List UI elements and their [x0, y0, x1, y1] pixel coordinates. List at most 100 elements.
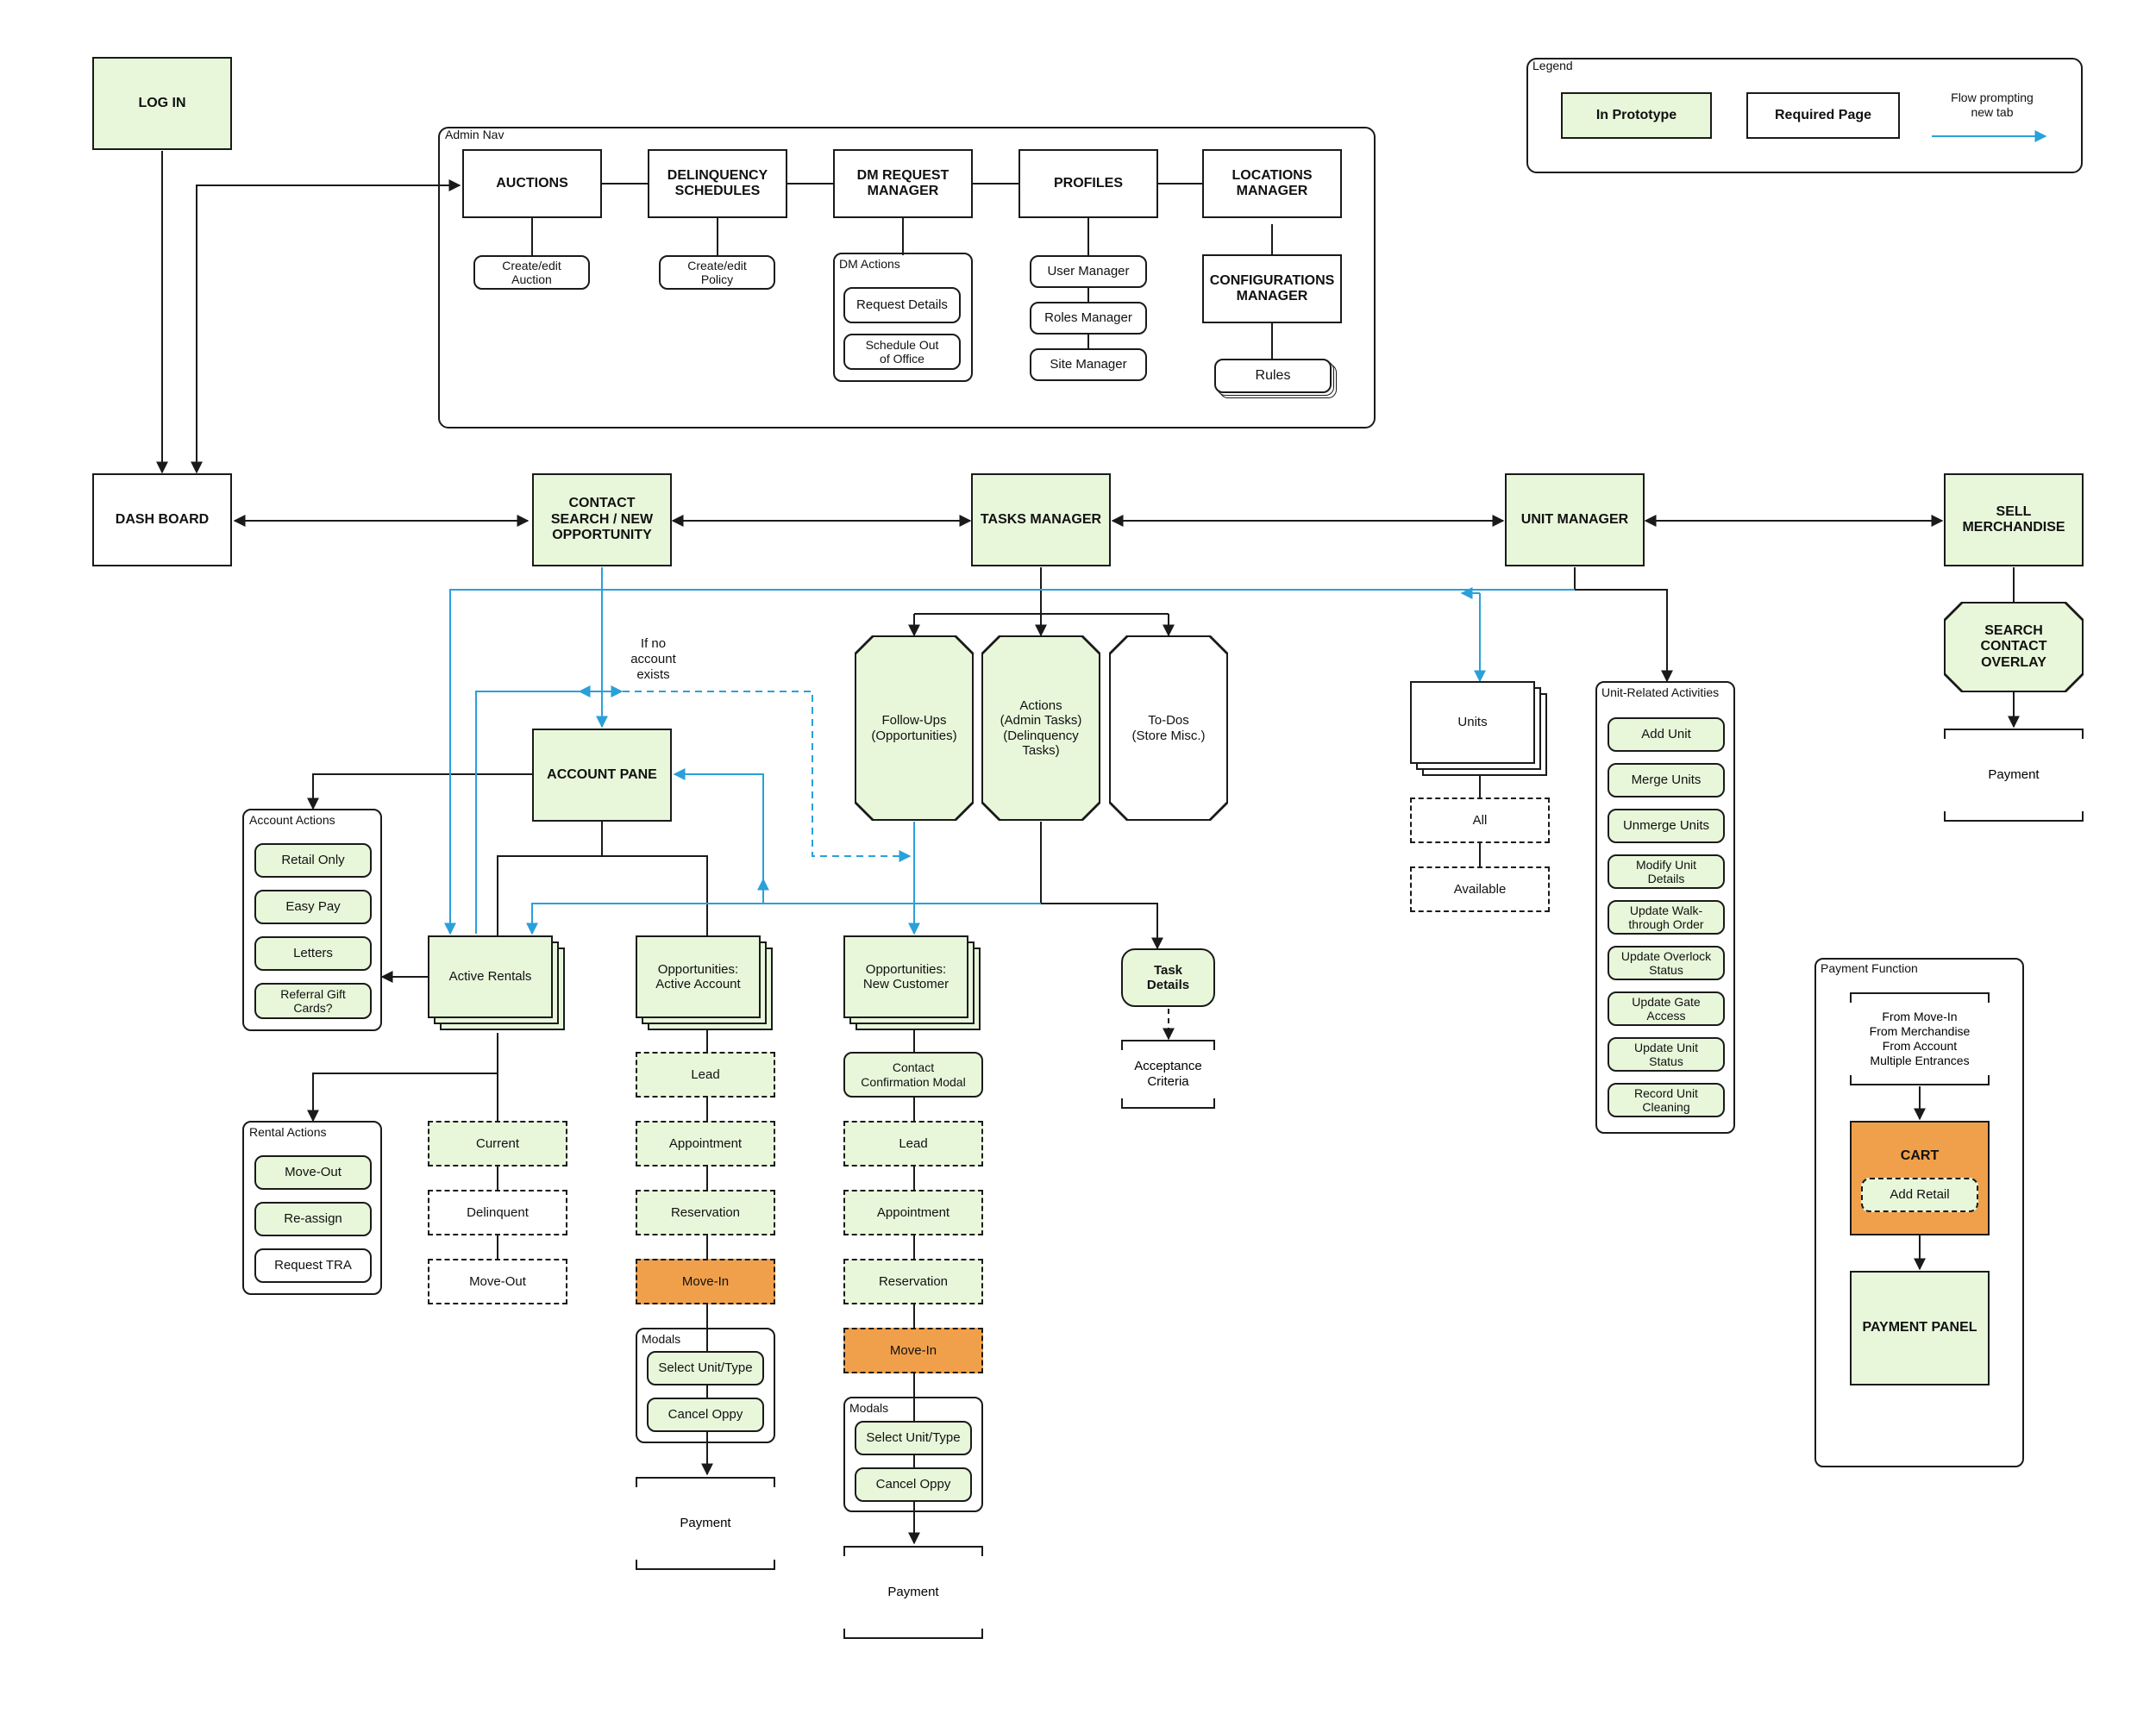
rental-actions-title: Rental Actions	[249, 1125, 327, 1139]
unit-activity-gate-access[interactable]: Update Gate Access	[1608, 991, 1725, 1026]
sell-payment-label: Payment	[1988, 767, 2040, 782]
opp-new-customer-node[interactable]: Opportunities: New Customer	[843, 935, 968, 1018]
acceptance-criteria-label: Acceptance Criteria	[1134, 1059, 1202, 1089]
unit-activities-title: Unit-Related Activities	[1601, 685, 1720, 699]
legend-box	[1526, 58, 2083, 173]
roles-manager-node[interactable]: Roles Manager	[1030, 302, 1147, 335]
opp-active-payment-label: Payment	[680, 1516, 731, 1530]
opp-new-modals-title: Modals	[849, 1401, 889, 1415]
legend-title: Legend	[1532, 59, 1573, 72]
rental-action-request-tra[interactable]: Request TRA	[254, 1248, 372, 1283]
opp-new-payment-label: Payment	[887, 1585, 939, 1599]
payment-sources-label: From Move-In From Merchandise From Accou…	[1869, 1010, 1971, 1067]
payment-function-group	[1814, 958, 2024, 1467]
admin-nav-title: Admin Nav	[445, 128, 505, 141]
unit-manager-node[interactable]: UNIT MANAGER	[1505, 473, 1645, 566]
unit-activity-add-unit[interactable]: Add Unit	[1608, 717, 1725, 752]
actions-node[interactable]: Actions (Admin Tasks) (Delinquency Tasks…	[983, 637, 1099, 819]
rental-action-reassign[interactable]: Re-assign	[254, 1202, 372, 1236]
opp-new-appointment[interactable]: Appointment	[843, 1190, 983, 1235]
account-actions-group	[242, 809, 382, 1031]
unit-activity-record-cleaning[interactable]: Record Unit Cleaning	[1608, 1083, 1725, 1117]
followups-node-outline: Follow-Ups (Opportunities)	[855, 635, 974, 821]
site-manager-node[interactable]: Site Manager	[1030, 348, 1147, 381]
account-pane-node[interactable]: ACCOUNT PANE	[532, 729, 672, 822]
opp-new-reservation[interactable]: Reservation	[843, 1259, 983, 1304]
opp-active-modals-group	[636, 1328, 775, 1443]
sell-payment[interactable]: Payment	[1944, 729, 2084, 822]
profiles-node[interactable]: PROFILES	[1018, 149, 1158, 218]
units-available[interactable]: Available	[1410, 866, 1550, 912]
units-all[interactable]: All	[1410, 797, 1550, 843]
opp-active-select-unit-type[interactable]: Select Unit/Type	[647, 1351, 764, 1385]
opp-new-payment[interactable]: Payment	[843, 1546, 983, 1639]
payment-panel-node[interactable]: PAYMENT PANEL	[1850, 1271, 1990, 1385]
rental-status-delinquent[interactable]: Delinquent	[428, 1190, 567, 1235]
unit-activity-unit-status[interactable]: Update Unit Status	[1608, 1037, 1725, 1072]
admin-nav-group	[438, 127, 1376, 428]
account-action-retail-only[interactable]: Retail Only	[254, 843, 372, 878]
contact-search-node[interactable]: CONTACT SEARCH / NEW OPPORTUNITY	[532, 473, 672, 566]
schedule-out-node[interactable]: Schedule Out of Office	[843, 334, 961, 370]
dashboard-node[interactable]: DASH BOARD	[92, 473, 232, 566]
todos-node[interactable]: To-Dos (Store Misc.)	[1111, 637, 1226, 819]
delinquency-schedules-node[interactable]: DELINQUENCY SCHEDULES	[648, 149, 787, 218]
rules-node[interactable]: Rules	[1214, 359, 1332, 393]
locations-manager-node[interactable]: LOCATIONS MANAGER	[1202, 149, 1342, 218]
rental-status-move-out[interactable]: Move-Out	[428, 1259, 567, 1304]
unit-activity-overlock-status[interactable]: Update Overlock Status	[1608, 946, 1725, 980]
opp-active-cancel-oppy[interactable]: Cancel Oppy	[647, 1398, 764, 1432]
unit-activities-group	[1595, 681, 1735, 1134]
followups-node[interactable]: Follow-Ups (Opportunities)	[856, 637, 972, 819]
task-details-node[interactable]: Task Details	[1121, 948, 1215, 1007]
opp-new-select-unit-type[interactable]: Select Unit/Type	[855, 1421, 972, 1455]
unit-activity-walkthrough-order[interactable]: Update Walk- through Order	[1608, 900, 1725, 935]
tasks-manager-node[interactable]: TASKS MANAGER	[971, 473, 1111, 566]
legend-in-prototype: In Prototype	[1561, 92, 1712, 139]
todos-node-outline: To-Dos (Store Misc.)	[1109, 635, 1228, 821]
account-action-referral-gift-cards[interactable]: Referral Gift Cards?	[254, 983, 372, 1019]
dm-actions-group	[833, 253, 973, 382]
add-retail-node[interactable]: Add Retail	[1861, 1178, 1978, 1212]
opp-active-reservation[interactable]: Reservation	[636, 1190, 775, 1235]
user-manager-node[interactable]: User Manager	[1030, 255, 1147, 288]
account-actions-title: Account Actions	[249, 813, 335, 827]
rental-actions-group	[242, 1121, 382, 1295]
active-rentals-node[interactable]: Active Rentals	[428, 935, 553, 1018]
account-action-letters[interactable]: Letters	[254, 936, 372, 971]
unit-activity-modify-details[interactable]: Modify Unit Details	[1608, 854, 1725, 889]
opp-active-move-in[interactable]: Move-In	[636, 1259, 775, 1304]
sell-merchandise-node[interactable]: SELL MERCHANDISE	[1944, 473, 2084, 566]
units-node[interactable]: Units	[1410, 681, 1535, 764]
unit-activity-merge-units[interactable]: Merge Units	[1608, 763, 1725, 797]
contact-confirmation-modal[interactable]: Contact Confirmation Modal	[843, 1052, 983, 1098]
opp-active-payment[interactable]: Payment	[636, 1477, 775, 1570]
dm-request-manager-node[interactable]: DM REQUEST MANAGER	[833, 149, 973, 218]
auctions-node[interactable]: AUCTIONS	[462, 149, 602, 218]
create-edit-auction-node[interactable]: Create/edit Auction	[473, 255, 590, 290]
login-node[interactable]: LOG IN	[92, 57, 232, 150]
actions-node-outline: Actions (Admin Tasks) (Delinquency Tasks…	[981, 635, 1100, 821]
acceptance-criteria[interactable]: Acceptance Criteria	[1121, 1040, 1215, 1109]
account-action-easy-pay[interactable]: Easy Pay	[254, 890, 372, 924]
create-edit-policy-node[interactable]: Create/edit Policy	[659, 255, 775, 290]
unit-activity-unmerge-units[interactable]: Unmerge Units	[1608, 809, 1725, 843]
opp-active-lead[interactable]: Lead	[636, 1052, 775, 1098]
search-contact-overlay-node[interactable]: SEARCH CONTACT OVERLAY	[1946, 604, 2082, 691]
rental-action-move-out[interactable]: Move-Out	[254, 1155, 372, 1190]
opp-active-appointment[interactable]: Appointment	[636, 1121, 775, 1166]
legend-required-page: Required Page	[1746, 92, 1900, 139]
cart-label: CART	[1900, 1148, 1940, 1163]
opp-active-account-node[interactable]: Opportunities: Active Account	[636, 935, 761, 1018]
dm-actions-title: DM Actions	[839, 257, 900, 271]
request-details-node[interactable]: Request Details	[843, 287, 961, 323]
opp-new-move-in[interactable]: Move-In	[843, 1328, 983, 1373]
opp-new-lead[interactable]: Lead	[843, 1121, 983, 1166]
payment-sources: From Move-In From Merchandise From Accou…	[1850, 992, 1990, 1085]
configurations-manager-node[interactable]: CONFIGURATIONS MANAGER	[1202, 254, 1342, 323]
legend-flow-new-tab: Flow prompting new tab	[1951, 91, 2034, 119]
rental-status-current[interactable]: Current	[428, 1121, 567, 1166]
opp-new-cancel-oppy[interactable]: Cancel Oppy	[855, 1467, 972, 1502]
